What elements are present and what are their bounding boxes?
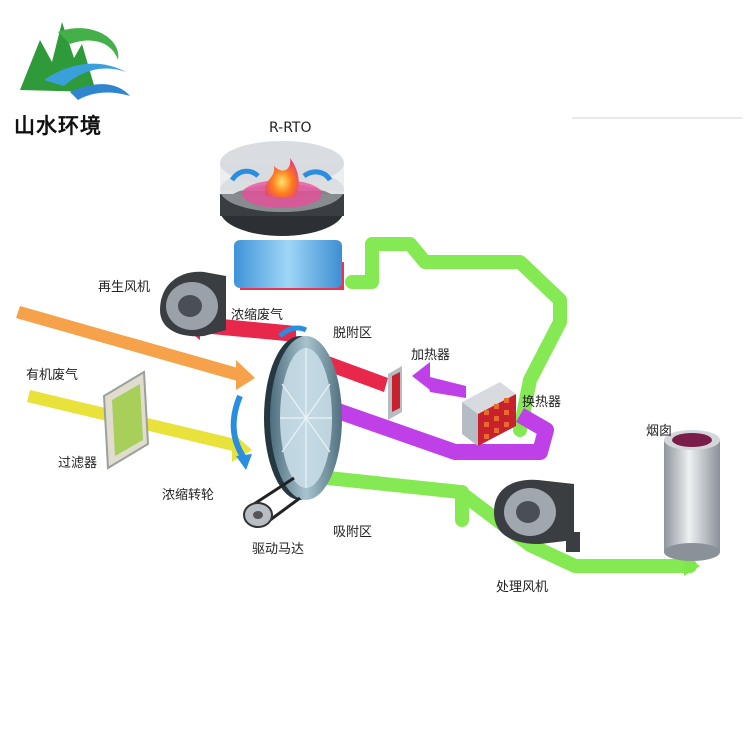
heat-exchanger xyxy=(462,382,516,446)
label-heater: 加热器 xyxy=(411,348,451,363)
green-flow xyxy=(293,237,697,573)
brand-logo xyxy=(20,22,130,100)
purple-arrowhead xyxy=(412,362,430,390)
green-arrowhead-exit xyxy=(684,556,700,576)
label-rotor: 浓缩转轮 xyxy=(162,488,215,503)
label-desorption-zone: 脱附区 xyxy=(333,326,373,341)
flame-icon xyxy=(265,158,299,198)
label-organic-gas: 有机废气 xyxy=(26,368,79,383)
filter xyxy=(102,370,150,470)
heater xyxy=(388,366,402,420)
chimney xyxy=(664,430,720,561)
label-adsorption-zone: 吸附区 xyxy=(333,525,373,540)
orange-flow xyxy=(16,306,255,390)
brand-name: 山水环境 xyxy=(14,114,102,138)
label-heat-exchanger: 换热器 xyxy=(522,395,562,410)
rto-unit xyxy=(220,141,344,288)
label-process-fan: 处理风机 xyxy=(496,580,549,595)
drive-motor xyxy=(243,476,301,528)
label-regen-fan: 再生风机 xyxy=(98,280,151,295)
label-chimney: 烟囱 xyxy=(646,424,673,439)
purple-flow xyxy=(315,396,554,460)
concentration-rotor xyxy=(230,325,342,500)
label-drive-motor: 驱动马达 xyxy=(252,542,305,557)
regen-fan xyxy=(160,271,226,337)
label-concentrated-gas: 浓缩废气 xyxy=(231,308,284,323)
process-fan xyxy=(494,479,580,552)
label-filter: 过滤器 xyxy=(58,456,98,471)
diagram-title: R-RTO xyxy=(269,120,312,136)
